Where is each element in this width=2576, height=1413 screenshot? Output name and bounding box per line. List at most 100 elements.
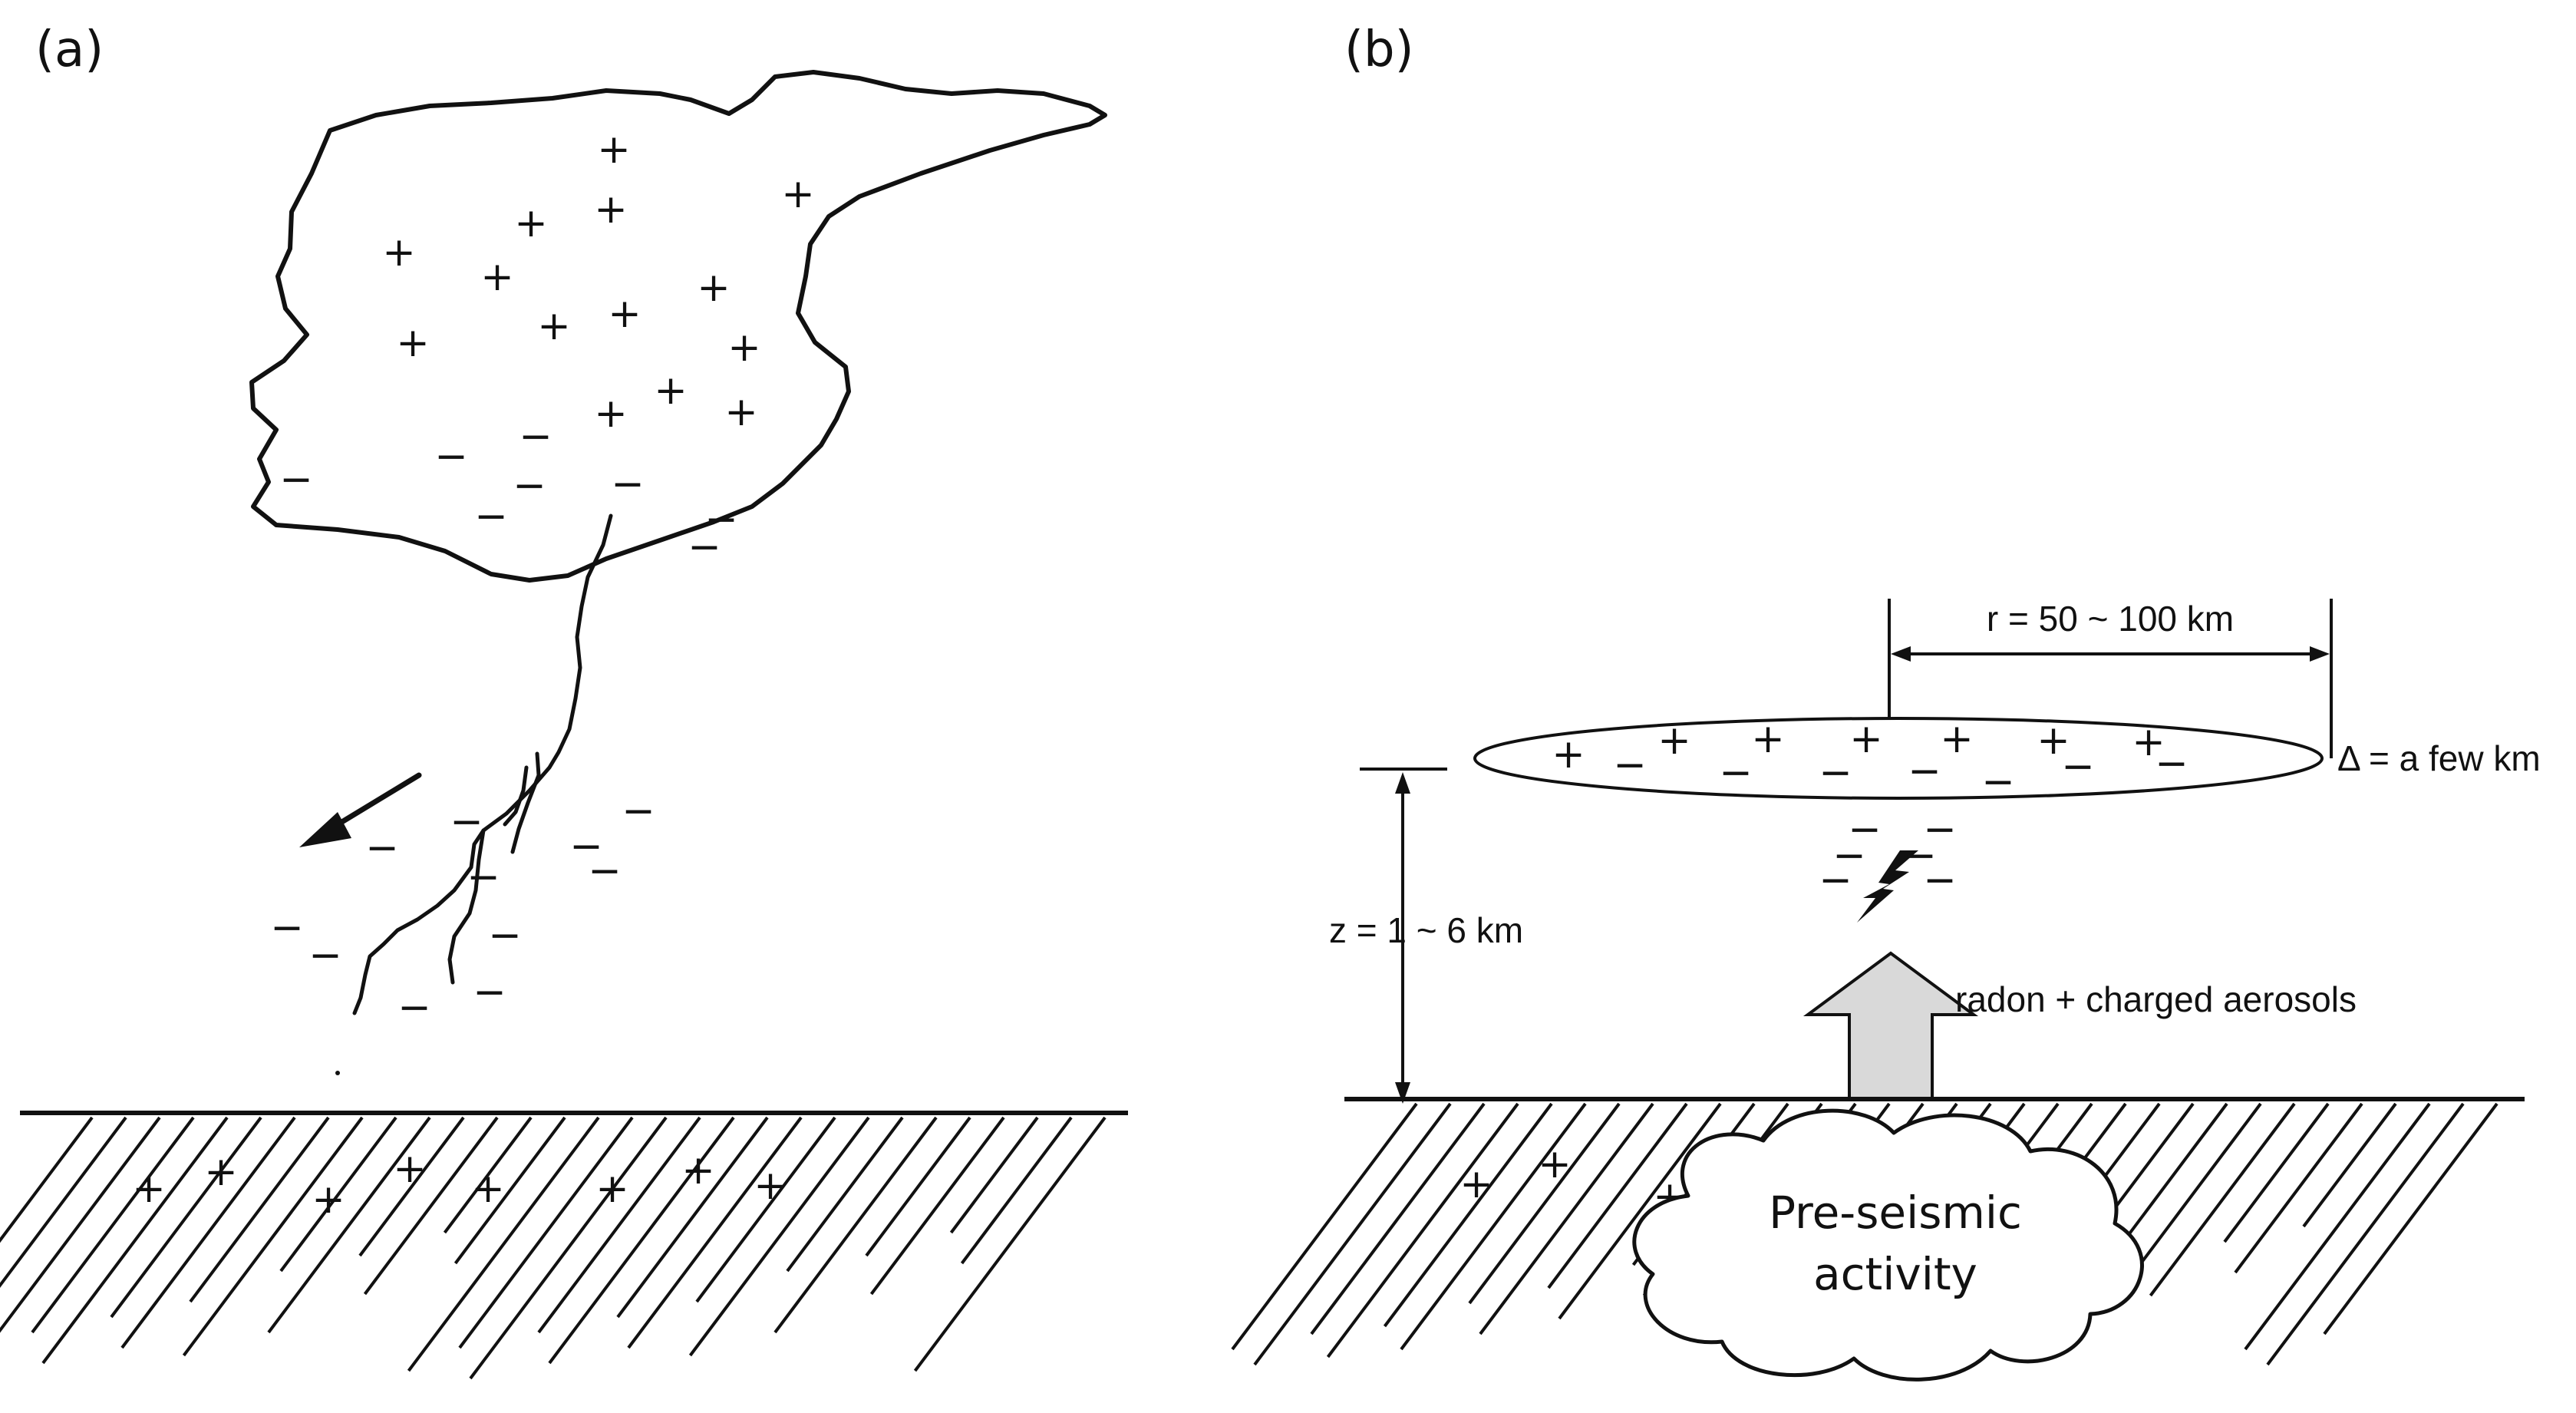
minus-sign: − (1719, 750, 1753, 796)
discharge-negative-charges: − − − − − − (1819, 807, 1957, 903)
minus-sign: − (588, 848, 622, 894)
hatch-stroke (865, 1116, 971, 1257)
plus-sign: + (697, 265, 731, 311)
ground-hatching-a (0, 1116, 1107, 1380)
minus-sign: − (308, 933, 342, 979)
hatch-stroke (2234, 1102, 2363, 1274)
plus-sign: + (1657, 718, 1691, 764)
hatch-stroke (279, 1116, 397, 1273)
plus-sign: + (537, 303, 571, 349)
hatch-stroke (1326, 1102, 1519, 1359)
minus-sign: − (1908, 748, 1941, 794)
lightning-channels (352, 513, 613, 1015)
minus-sign: − (279, 457, 313, 503)
plus-sign: + (595, 1166, 629, 1212)
hatch-stroke (688, 1116, 870, 1357)
hatch-stroke (1231, 1102, 1418, 1351)
lightning-channel-branch (447, 828, 486, 985)
minus-sign: − (2061, 744, 2095, 790)
hatch-stroke (1558, 1102, 1722, 1320)
minus-sign: − (467, 854, 500, 900)
plus-sign: + (396, 320, 430, 366)
radius-label: r = 50 ~ 100 km (1987, 599, 2234, 639)
minus-sign: − (519, 414, 552, 460)
hatch-stroke (1547, 1102, 1688, 1289)
minus-sign: − (513, 463, 546, 509)
plus-sign: + (1751, 716, 1785, 762)
cloud-positive-charges: + + + + + + + + + + + + + + (382, 127, 815, 437)
minus-sign: − (1819, 750, 1852, 796)
thickness-label: Δ = a few km (2337, 738, 2541, 778)
plus-sign: + (1552, 731, 1585, 777)
hatch-stroke (182, 1116, 364, 1357)
hatch-stroke (537, 1116, 701, 1334)
hatch-stroke (267, 1116, 431, 1334)
minus-sign: − (1848, 807, 1882, 853)
hatch-stroke (0, 1116, 161, 1333)
minus-sign: − (1819, 857, 1852, 903)
hatch-stroke (2302, 1102, 2397, 1228)
hatch-stroke (2149, 1102, 2296, 1297)
hatch-stroke (1253, 1102, 1452, 1366)
hatch-stroke (2323, 1102, 2498, 1335)
panel-a-label: (a) (35, 21, 104, 78)
minus-sign: − (1903, 833, 1937, 879)
layer-positive-charges: + + + + + + + (1552, 716, 2165, 777)
minus-sign: − (1923, 857, 1957, 903)
hatch-stroke (949, 1116, 1039, 1234)
lightning-channel-side (510, 751, 541, 854)
hatch-stroke (443, 1116, 533, 1234)
minus-sign: − (2155, 741, 2188, 787)
lightning-channel-main (352, 513, 613, 1015)
hatch-stroke (363, 1116, 499, 1296)
minus-sign: − (1832, 833, 1866, 879)
hatch-stroke (469, 1116, 668, 1380)
minus-sign: − (488, 913, 522, 959)
hatch-stroke (1479, 1102, 1654, 1335)
cloud-negative-charges: − − − − − − − − (279, 414, 738, 570)
minus-sign: − (1613, 742, 1647, 788)
hatch-stroke (548, 1116, 735, 1365)
panel-b-label: (b) (1344, 21, 1414, 78)
minus-sign: − (474, 494, 508, 540)
hatch-stroke (358, 1116, 465, 1257)
plus-sign: + (514, 200, 548, 246)
upward-flow-arrow (1803, 951, 1979, 1101)
hatch-stroke (1468, 1102, 1621, 1305)
hatch-stroke (786, 1116, 904, 1273)
layer-negative-charges: − − − − − − − (1613, 741, 2188, 805)
flow-arrow-label: radon + charged aerosols (1955, 979, 2357, 1019)
panel-b: (b) r = 50 ~ 100 km Δ = a few km + + + +… (1231, 21, 2541, 1382)
hatch-stroke (869, 1116, 1005, 1296)
plus-sign: + (1460, 1161, 1493, 1207)
plus-sign: + (727, 325, 761, 371)
minus-sign: − (270, 905, 304, 951)
plus-sign: + (204, 1149, 238, 1195)
minus-sign: − (365, 825, 399, 871)
hatch-stroke (0, 1116, 127, 1288)
plus-sign: + (2037, 718, 2070, 764)
panel-a: (a) + + + + + + + + + + + + + + − − − − … (0, 21, 1128, 1380)
pre-seismic-label-line2: activity (1813, 1248, 1977, 1300)
hatch-stroke (1400, 1102, 1587, 1351)
plus-sign: + (594, 187, 628, 233)
hatch-stroke (773, 1116, 938, 1334)
minus-sign: − (1981, 759, 2015, 805)
lightning-channel-inner (503, 765, 529, 827)
minus-sign: − (688, 524, 721, 570)
minus-sign: − (434, 434, 468, 480)
plus-sign: + (597, 127, 631, 173)
hatch-stroke (0, 1116, 94, 1243)
minus-sign: − (622, 788, 655, 834)
arrow-down-left-icon (299, 772, 422, 847)
radius-dimension-arrow (1891, 646, 2330, 662)
pre-seismic-label-line1: Pre-seismic (1769, 1187, 2022, 1239)
minus-sign: − (611, 461, 645, 507)
hatch-stroke (454, 1116, 566, 1265)
hatch-stroke (2244, 1102, 2431, 1351)
plus-sign: + (724, 389, 758, 435)
minus-sign: − (397, 985, 431, 1031)
thundercloud-outline (249, 70, 1107, 583)
plus-sign: + (132, 1166, 166, 1212)
